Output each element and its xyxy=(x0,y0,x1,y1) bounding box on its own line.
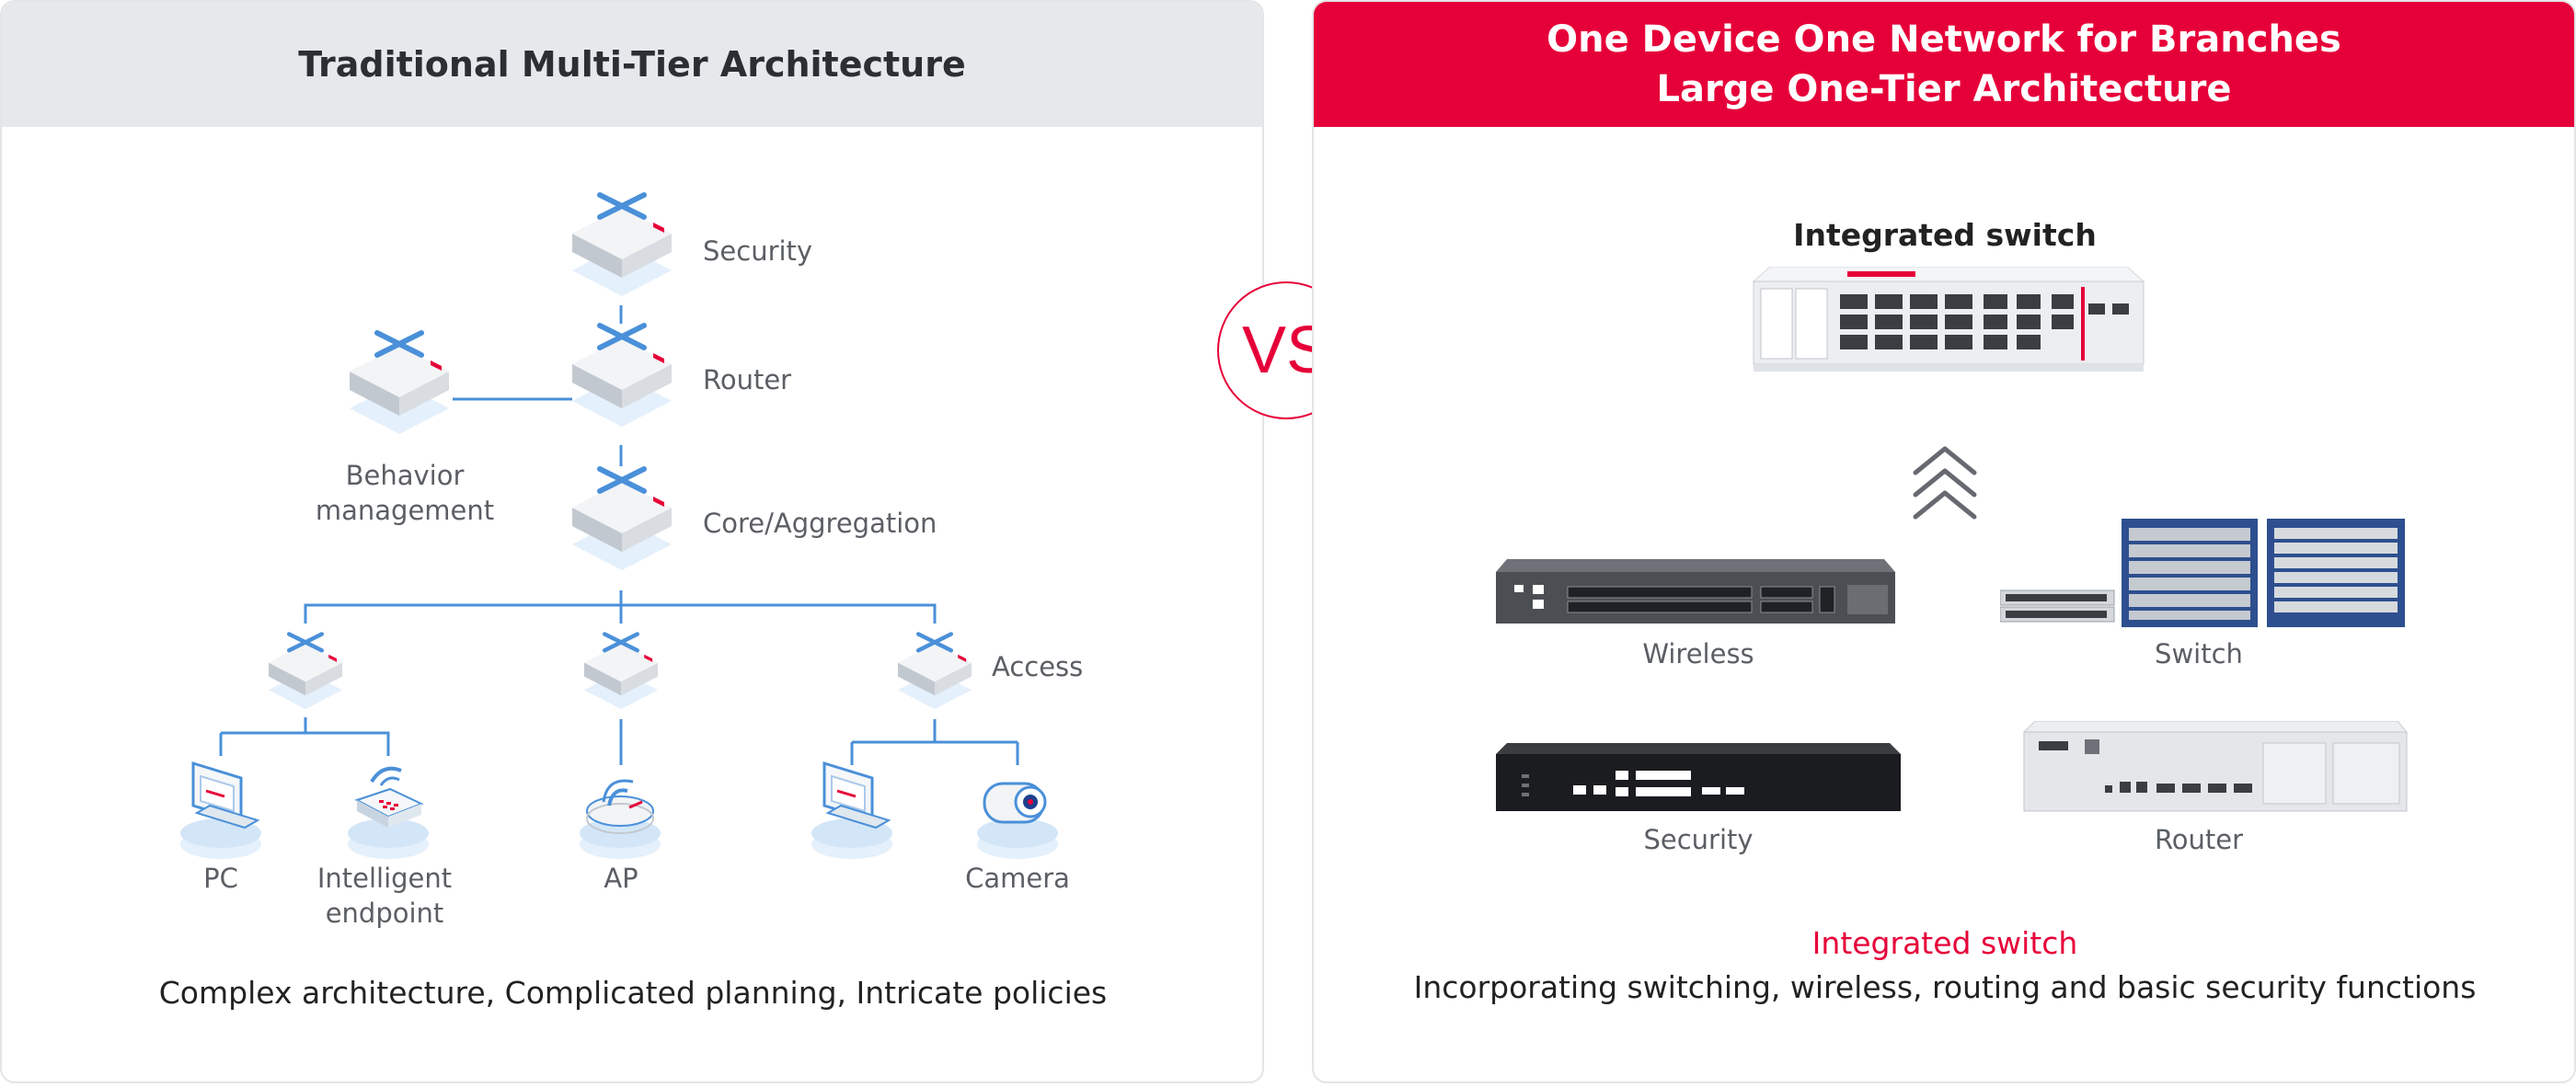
access-switch-icon xyxy=(583,632,659,710)
label-security: Security xyxy=(703,235,813,267)
behavior-management-icon xyxy=(350,330,449,434)
one-tier-header-line1: One Device One Network for Branches xyxy=(1547,18,2341,61)
router-icon xyxy=(572,323,672,427)
label-core-aggregation: Core/Aggregation xyxy=(703,508,937,539)
chevron-up-icon xyxy=(1913,446,1977,520)
label-security-device: Security xyxy=(1643,824,1754,855)
one-tier-header: One Device One Network for Branches Larg… xyxy=(1314,2,2574,127)
label-pc: PC xyxy=(203,863,238,894)
traditional-header-title: Traditional Multi-Tier Architecture xyxy=(298,44,966,85)
security-device-icon xyxy=(1496,743,1901,811)
label-intelligent-endpoint: Intelligent endpoint xyxy=(316,863,453,929)
pc-icon xyxy=(811,761,892,859)
core-aggregation-icon xyxy=(572,466,672,570)
router-device-icon xyxy=(2022,721,2409,812)
ap-icon xyxy=(580,779,661,859)
traditional-header: Traditional Multi-Tier Architecture xyxy=(2,2,1262,127)
integrated-switch-description: Incorporating switching, wireless, routi… xyxy=(1413,969,2477,1005)
pc-icon xyxy=(180,761,261,859)
intelligent-endpoint-icon xyxy=(348,766,429,859)
label-wireless: Wireless xyxy=(1642,638,1754,669)
switch-devices-icon xyxy=(2000,519,2405,627)
access-switch-icon xyxy=(897,632,972,710)
label-router-device: Router xyxy=(2154,824,2244,855)
integrated-switch-icon xyxy=(1752,267,2145,372)
connection-lines xyxy=(219,305,1019,765)
integrated-switch-title: Integrated switch xyxy=(1793,217,2097,253)
camera-icon xyxy=(977,782,1058,859)
wireless-device-icon xyxy=(1496,559,1895,624)
traditional-footer: Complex architecture, Complicated planni… xyxy=(158,975,1108,1011)
label-ap: AP xyxy=(604,863,638,894)
one-tier-header-line2: Large One-Tier Architecture xyxy=(1656,68,2232,110)
label-behavior-management: Behavior management xyxy=(315,460,495,526)
one-tier-panel: One Device One Network for Branches Larg… xyxy=(1312,0,2576,1083)
security-switch-icon xyxy=(572,192,672,296)
label-camera: Camera xyxy=(965,863,1070,894)
traditional-panel: Traditional Multi-Tier Architecture Secu… xyxy=(0,0,1264,1083)
label-switch: Switch xyxy=(2155,638,2243,669)
label-access: Access xyxy=(992,651,1084,682)
access-switch-icon xyxy=(268,632,343,710)
label-router: Router xyxy=(703,364,792,395)
integrated-switch-subtitle: Integrated switch xyxy=(1811,925,2078,961)
